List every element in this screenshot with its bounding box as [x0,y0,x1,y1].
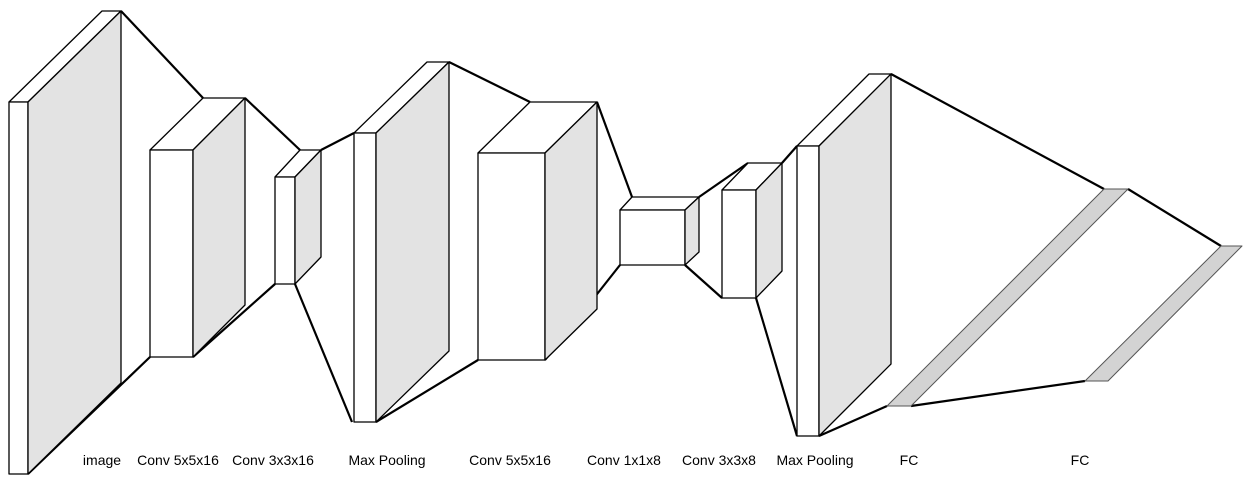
layer-max-pooling-b-front [796,145,820,437]
layer-fc-a-slab [886,188,1129,407]
layer-conv-5x5x16-a-front [149,149,194,358]
layer-conv-5x5x16-b-front [477,152,546,361]
layer-image-front [8,101,29,475]
layer-max-pooling-b-block [796,73,892,437]
layer-max-pooling-a-front [353,132,377,423]
label-image: image [83,452,121,468]
label-max-pooling-b: Max Pooling [776,452,853,468]
layer-conv-5x5x16-a-side [192,97,246,358]
layer-max-pooling-a-block [353,61,450,423]
layer-conv-1x1x8-block [619,196,700,266]
layer-conv-3x3x8-front [721,189,757,299]
layer-conv-5x5x16-a-block [149,97,246,358]
layer-fc-a-block [886,188,1129,407]
layer-conv-3x3x8-side [755,162,783,299]
label-conv-5x5x16-a: Conv 5x5x16 [137,452,219,468]
layer-conv-1x1x8-side [684,196,700,266]
layer-max-pooling-b-side [818,73,892,437]
label-max-pooling-a: Max Pooling [348,452,425,468]
layer-conv-5x5x16-b-block [477,101,598,361]
layer-conv-3x3x8-block [721,162,783,299]
label-conv-5x5x16-b: Conv 5x5x16 [469,452,551,468]
layer-labels: image Conv 5x5x16 Conv 3x3x16 Max Poolin… [83,452,1089,468]
layer-connectors [27,10,1222,475]
layer-conv-3x3x16-block [274,149,322,285]
layer-conv-3x3x16-side [294,149,322,285]
layer-conv-1x1x8-front [619,209,686,266]
layer-image-side [27,10,122,475]
layer-fc-b-block [1084,245,1243,382]
label-conv-3x3x8: Conv 3x3x8 [682,452,756,468]
layer-image-block [8,10,122,475]
layer-conv-5x5x16-b-side [544,101,598,361]
layer-conv-3x3x16-front [274,176,296,285]
label-fc-a: FC [900,452,919,468]
layer-max-pooling-a-side [375,61,450,423]
layer-fc-b-slab [1084,245,1243,382]
label-conv-3x3x16: Conv 3x3x16 [232,452,314,468]
label-fc-b: FC [1071,452,1090,468]
label-conv-1x1x8: Conv 1x1x8 [587,452,661,468]
